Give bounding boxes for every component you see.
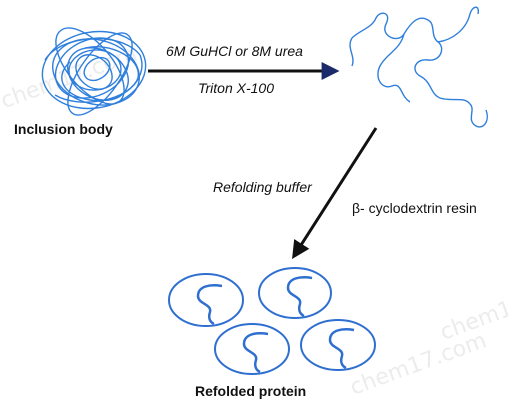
- refolded-protein-4: [300, 319, 376, 371]
- inclusion-body-tangle: [41, 27, 147, 116]
- condition-label-1: 6M GuHCl or 8M urea: [166, 43, 303, 59]
- resin-label: β- cyclodextrin resin: [352, 200, 477, 216]
- refolded-protein-1: [168, 273, 244, 327]
- refolded-protein-2: [258, 267, 332, 319]
- unfolded-protein-chain: [349, 6, 488, 128]
- refolding-buffer-label: Refolding buffer: [213, 179, 313, 195]
- refolded-protein-3: [214, 323, 290, 375]
- refolded-protein-label: Refolded protein: [195, 383, 306, 399]
- condition-label-2: Triton X-100: [198, 80, 274, 96]
- refold-arrow: [292, 127, 378, 260]
- inclusion-body-label: Inclusion body: [14, 121, 113, 137]
